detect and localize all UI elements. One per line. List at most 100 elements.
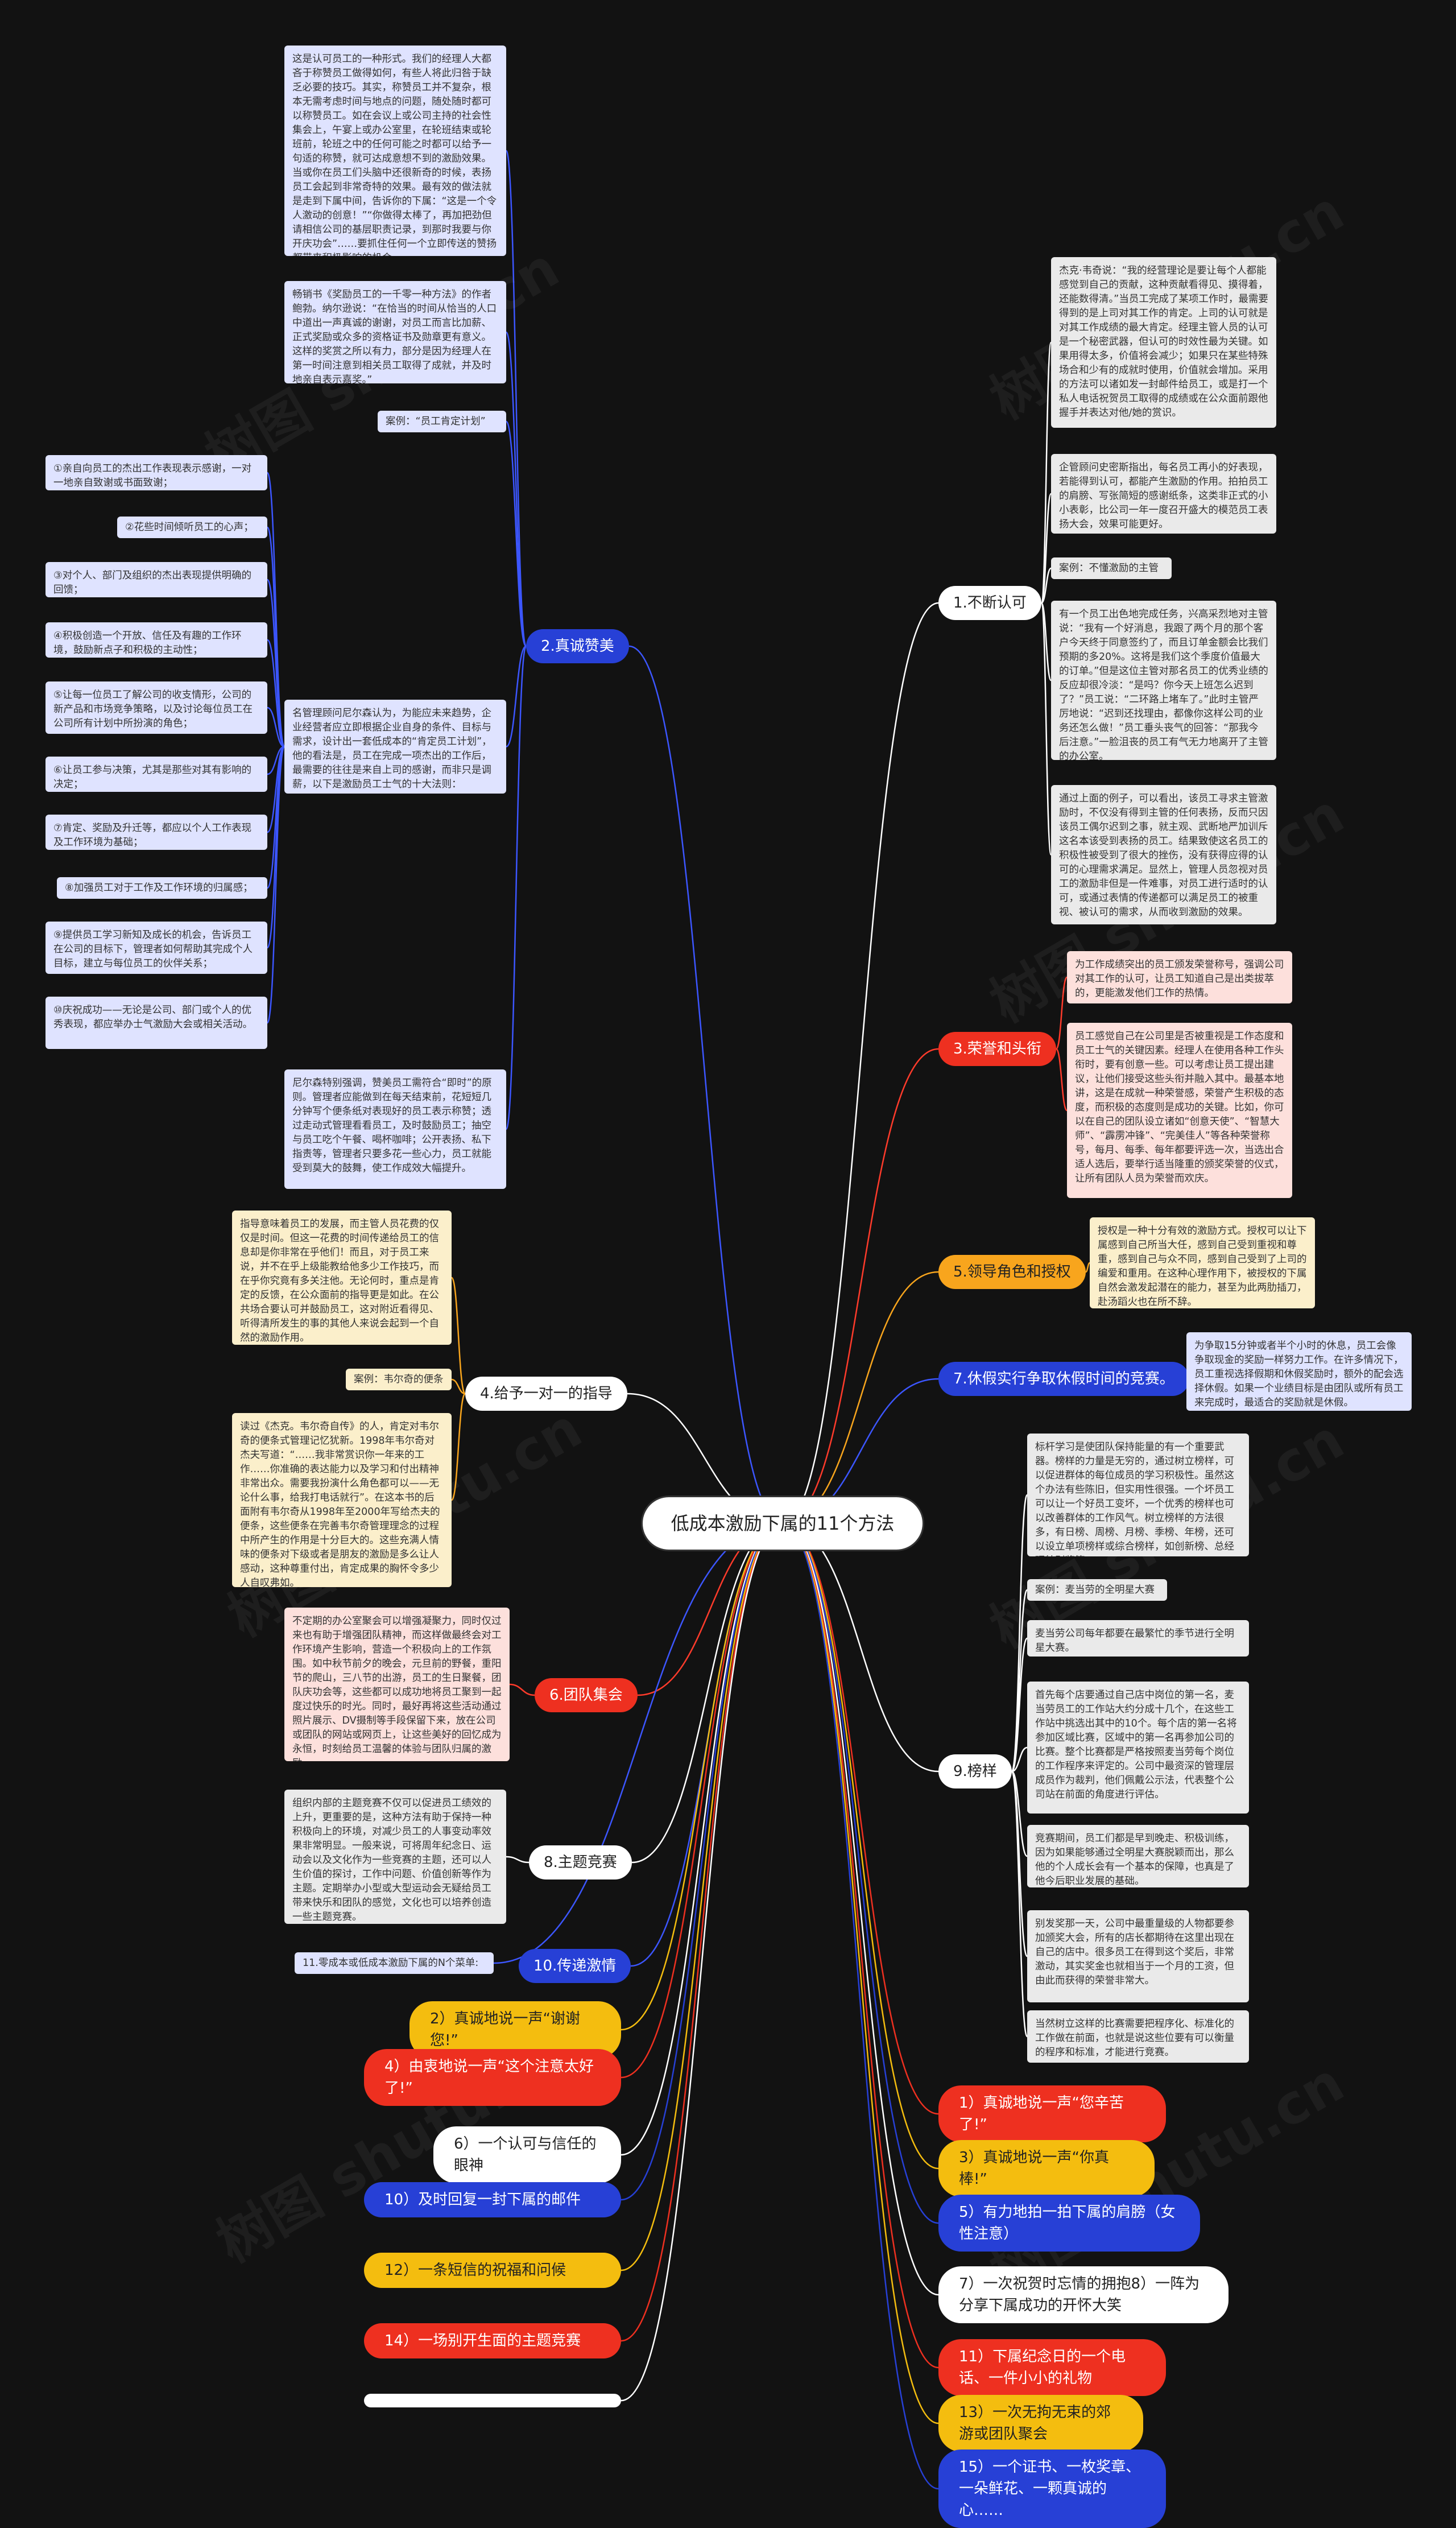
- connector-line: [782, 1522, 939, 2369]
- note-b8-contest: 组织内部的主题竞赛不仅可以促进员工绩效的上升，更重要的是，这种方法有助于保持一种…: [284, 1790, 506, 1924]
- branch-pass-passion[interactable]: 10.传递激情: [519, 1949, 631, 1983]
- menu-item[interactable]: 4）由衷地说一声“这个注意太好了!”: [364, 2049, 621, 2106]
- note-b2-case-label: 案例：“员工肯定计划”: [378, 411, 506, 432]
- note-b2-nelson: 畅销书《奖励员工的一千零一种方法》的作者鲍勃。纳尔逊说：“在恰当的时间从恰当的人…: [284, 281, 506, 383]
- rule-item: ⑥让员工参与决策，尤其是那些对其有影响的决定；: [46, 757, 267, 792]
- branch-vacation-contest[interactable]: 7.休假实行争取休假时间的竞赛。: [938, 1362, 1189, 1396]
- menu-item[interactable]: 3）真诚地说一声“你真棒!”: [938, 2140, 1155, 2197]
- note-b2-instant: 尼尔森特别强调，赞美员工需符合“即时”的原则。管理者应能做到在每天结束前，花短短…: [284, 1069, 506, 1189]
- connector-line: [1011, 1770, 1028, 1857]
- connector-line: [505, 420, 527, 647]
- note-b1-case: 有一个员工出色地完成任务，兴高采烈地对主管说：“我有一个好消息，我跟了两个月的那…: [1051, 601, 1276, 760]
- rule-item: ②花些时间倾听员工的心声；: [117, 517, 267, 538]
- connector-line: [1040, 493, 1052, 604]
- note-b5-delegation: 授权是一种十分有效的激励方式。授权可以让下属感到自己所当大任，感到自己受到重视和…: [1090, 1217, 1315, 1308]
- menu-item[interactable]: 10）及时回复一封下属的邮件: [364, 2182, 621, 2217]
- connector-line: [621, 1522, 783, 2342]
- central-topic[interactable]: 低成本激励下属的11个方法: [643, 1497, 923, 1550]
- note-b1-case-label: 案例：不懂激励的主管: [1051, 557, 1172, 579]
- note-b4-coaching: 指导意味着员工的发展，而主管人员花费的仅仅是时间。但这一花费的时间传递给员工的信…: [232, 1211, 452, 1345]
- menu-item[interactable]: 13）一次无拘无束的郊游或团队聚会: [938, 2395, 1143, 2452]
- connector-line: [505, 645, 527, 1130]
- connector-line: [506, 645, 527, 747]
- menu-item[interactable]: 5）有力地拍一拍下属的肩膀（女性注意）: [938, 2195, 1200, 2252]
- connector-line: [505, 150, 527, 647]
- rule-item: ⑧加强员工对于工作及工作环境的归属感；: [57, 877, 267, 899]
- connector-line: [266, 746, 286, 949]
- branch-role-model[interactable]: 9.榜样: [938, 1754, 1012, 1788]
- note-b1-analysis: 通过上面的例子，可以看出，该员工寻求主管激励时，不仅没有得到主管的任何表扬，反而…: [1051, 785, 1276, 924]
- connector-line: [782, 602, 939, 1525]
- connector-line: [506, 1856, 530, 1864]
- connector-line: [266, 579, 286, 747]
- menu-item[interactable]: 1）真诚地说一声“您辛苦了!”: [938, 2085, 1166, 2142]
- menu-item[interactable]: 12）一条短信的祝福和问候: [364, 2253, 621, 2288]
- rule-item: ⑦肯定、奖励及升迁等，都应以个人工作表现及工作环境为基础；: [46, 815, 267, 850]
- connector-line: [782, 1522, 939, 1773]
- connector-line: [782, 1522, 939, 2170]
- rule-item: ⑤让每一位员工了解公司的收支情形，公司的新产品和市场竞争策略，以及讨论每位员工在…: [46, 681, 267, 734]
- connector-line: [621, 1522, 783, 2079]
- connector-line: [266, 526, 286, 747]
- connector-line: [493, 1522, 783, 1964]
- connector-line: [782, 1522, 939, 2224]
- branch-team-gathering[interactable]: 6.团队集会: [535, 1678, 638, 1712]
- branch-zero-cost-menu[interactable]: 11.零成本或低成本激励下属的N个菜单:: [295, 1952, 494, 1974]
- branch-one-on-one-coaching[interactable]: 4.给予一对一的指导: [465, 1377, 627, 1411]
- connector-line: [450, 1277, 466, 1395]
- connector-line: [1040, 341, 1052, 604]
- connector-line: [621, 1522, 783, 2156]
- menu-item[interactable]: 6）一个认可与信任的眼神: [433, 2126, 621, 2183]
- note-b2-plan: 名管理顾问尼尔森认为，为能应未来趋势，企业经营者应立即根据企业自身的条件、目标与…: [284, 700, 506, 794]
- note-b9-case-label: 案例：麦当劳的全明星大赛: [1027, 1579, 1167, 1601]
- connector-line: [266, 472, 286, 747]
- connector-line: [266, 746, 286, 1024]
- connector-line: [1011, 1637, 1028, 1773]
- connector-line: [1011, 1746, 1028, 1773]
- menu-item[interactable]: 2）真诚地说一声“谢谢您!”: [410, 2001, 621, 2058]
- branch-sincere-praise[interactable]: 2.真诚赞美: [526, 629, 629, 663]
- branch-honors-titles[interactable]: 3.荣誉和头衔: [938, 1032, 1056, 1066]
- connector-line: [621, 1522, 783, 2201]
- note-b1-quote: 杰克·韦奇说：“我的经营理论是要让每个人都能感觉到自己的贡献，这种贡献看得见、摸…: [1051, 257, 1276, 428]
- note-b2-praise: 这是认可员工的一种形式。我们的经理人大都吝于称赞员工做得如何，有些人将此归咎于缺…: [284, 46, 506, 256]
- rule-item: ⑩庆祝成功——无论是公司、部门或个人的优秀表现，都应举办士气激励大会或相关活动。: [46, 997, 267, 1049]
- menu-item[interactable]: 14）一场别开生面的主题竞赛: [364, 2323, 621, 2358]
- connector-line: [1040, 602, 1052, 856]
- connector-line: [267, 707, 285, 747]
- note-b4-case-label: 案例：韦尔奇的便条: [346, 1369, 452, 1390]
- note-b6-gathering: 不定期的办公室聚会可以增强凝聚力，同时仅过来也有助于增强团队精神，而这样做最终会…: [284, 1608, 510, 1761]
- connector-line: [621, 1522, 783, 2031]
- menu-item[interactable]: 7）一次祝贺时忘情的拥抱8）一阵为分享下属成功的开怀大笑: [938, 2266, 1228, 2323]
- connector-line: [782, 1271, 939, 1525]
- connector-line: [1011, 1770, 1028, 2038]
- note-b9-mcd-award: 别发奖那一天，公司中最重量级的人物都要参加颁奖大会，所有的店长都期待在这里出现在…: [1027, 1910, 1249, 2002]
- connector-line: [628, 645, 783, 1525]
- connector-line: [450, 1393, 466, 1501]
- note-b9-mcd-intro: 麦当劳公司每年都要在最繁忙的季节进行全明星大赛。: [1027, 1620, 1249, 1657]
- note-b9-mcd-process: 首先每个店要通过自己店中岗位的第一名，麦当劳员工的工作站大约分成十几个，在这些工…: [1027, 1682, 1249, 1814]
- branch-theme-contest[interactable]: 8.主题竞赛: [529, 1845, 632, 1880]
- connector-line: [782, 1522, 939, 2424]
- rule-item: ③对个人、部门及组织的杰出表现提供明确的回馈；: [46, 562, 267, 597]
- connector-line: [782, 1522, 939, 2296]
- connector-line: [266, 639, 286, 747]
- menu-item[interactable]: [364, 2394, 621, 2407]
- note-b3-title: 为工作成绩突出的员工颁发荣誉称号，强调公司对其工作的认可，让员工知道自己是出类拔…: [1067, 951, 1292, 1003]
- branch-continuous-recognition[interactable]: 1.不断认可: [938, 586, 1041, 620]
- note-b9-mcd-training: 竞赛期间，员工们都是早到晚走、积极训练，因为如果能够通过全明星大赛脱颖而出，那么…: [1027, 1825, 1249, 1887]
- connector-line: [782, 1522, 939, 2115]
- note-b3-honor: 员工感觉自己在公司里是否被重视是工作态度和员工士气的关键因素。经理人在使用各种工…: [1067, 1023, 1292, 1198]
- menu-item[interactable]: 15）一个证书、一枚奖章、一朵鲜花、一颗真诚的心……: [938, 2449, 1166, 2528]
- branch-leadership-delegation[interactable]: 5.领导角色和授权: [938, 1255, 1086, 1289]
- connector-line: [1011, 1494, 1028, 1773]
- note-b4-welch: 读过《杰克。韦尔奇自传》的人，肯定对韦尔奇的便条式管理记忆犹新。1998年韦尔奇…: [232, 1413, 452, 1587]
- connector-line: [782, 1048, 939, 1525]
- rule-item: ①亲自向员工的杰出工作表现表示感谢，一对一地亲自致谢或书面致谢；: [46, 455, 267, 490]
- menu-item[interactable]: 11）下属纪念日的一个电话、一件小小的礼物: [938, 2339, 1166, 2396]
- rule-item: ④积极创造一个开放、信任及有趣的工作环境，鼓励新点子和积极的主动性；: [46, 622, 267, 658]
- rule-item: ⑨提供员工学习新知及成长的机会，告诉员工在公司的目标下，管理者如何帮助其完成个人…: [46, 922, 267, 974]
- connector-line: [1055, 1048, 1068, 1112]
- connector-line: [621, 1522, 783, 2402]
